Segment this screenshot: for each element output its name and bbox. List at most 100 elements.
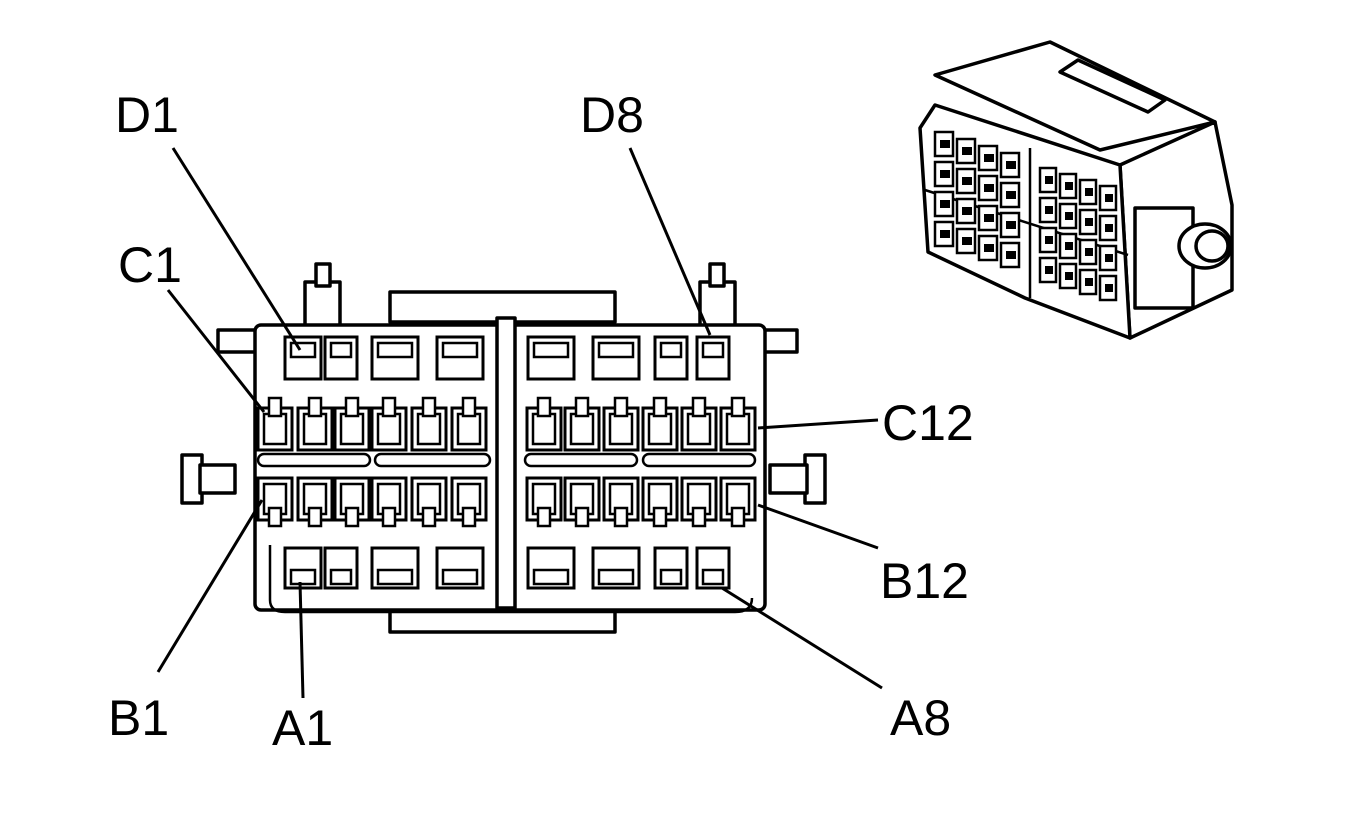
row-separator-right-2: [641, 452, 757, 468]
row-d-cavity: [591, 335, 641, 381]
row-d-cavity: [653, 335, 689, 381]
iso-cavity: [955, 197, 977, 225]
label-a1: A1: [272, 700, 333, 756]
label-d8: D8: [580, 87, 644, 143]
cavity-row-b: [256, 476, 757, 528]
top-post-right-cap: [708, 262, 726, 288]
row-c-cavity: [602, 396, 640, 452]
iso-cavity: [1078, 268, 1098, 296]
row-a-cavity: [653, 546, 689, 590]
iso-cavity: [999, 211, 1021, 239]
iso-cavity: [1078, 208, 1098, 236]
iso-cavity: [977, 144, 999, 172]
iso-cavity: [1058, 232, 1078, 260]
label-b12: B12: [880, 553, 969, 609]
leader-b1: [156, 499, 264, 673]
row-a-cavity: [283, 546, 323, 590]
iso-cavity: [1058, 202, 1078, 230]
row-c-cavity: [296, 396, 334, 452]
leader-c1: [166, 289, 266, 413]
iso-cavity: [1078, 178, 1098, 206]
cavity-row-a: [283, 546, 731, 590]
row-b-cavity: [450, 476, 488, 528]
row-b-cavity: [410, 476, 448, 528]
row-c-cavity: [563, 396, 601, 452]
row-d-cavity: [526, 335, 576, 381]
row-c-cavity: [410, 396, 448, 452]
top-post-left: [303, 280, 342, 332]
leader-lines: [156, 147, 883, 699]
iso-cavity: [933, 130, 955, 158]
connector-face: [180, 262, 827, 634]
row-c-cavity: [370, 396, 408, 452]
iso-cavity: [933, 160, 955, 188]
iso-side-knob-inner: [1194, 229, 1230, 263]
iso-cavity: [1038, 226, 1058, 254]
leader-d8: [628, 147, 712, 336]
iso-cavity: [1098, 244, 1118, 272]
label-c12: C12: [882, 395, 974, 451]
iso-cavity: [999, 241, 1021, 269]
row-b-cavity: [333, 476, 371, 528]
iso-cavity: [1058, 172, 1078, 200]
row-d-cavity: [323, 335, 359, 381]
row-separator-right-1: [523, 452, 639, 468]
row-d-cavity: [283, 335, 323, 381]
iso-cavity: [1098, 214, 1118, 242]
row-b-cavity: [525, 476, 563, 528]
cavity-row-d: [283, 335, 731, 381]
row-d-cavity: [695, 335, 731, 381]
iso-cavity: [1038, 256, 1058, 284]
row-a-cavity: [323, 546, 359, 590]
row-a-cavity: [695, 546, 731, 590]
iso-top-rib: [1058, 58, 1167, 114]
connector-isometric-view: [918, 40, 1234, 340]
row-a-cavity: [591, 546, 641, 590]
iso-cavity: [999, 181, 1021, 209]
iso-cavity: [977, 174, 999, 202]
iso-cavity: [955, 137, 977, 165]
row-c-cavity: [450, 396, 488, 452]
row-c-cavity: [256, 396, 294, 452]
row-b-cavity: [602, 476, 640, 528]
row-b-cavity: [641, 476, 679, 528]
iso-cavity: [999, 151, 1021, 179]
row-b-cavity: [719, 476, 757, 528]
row-b-cavity: [256, 476, 294, 528]
iso-cavity: [1058, 262, 1078, 290]
iso-cavity: [1038, 196, 1058, 224]
leader-a1: [298, 581, 305, 699]
iso-cavity: [933, 220, 955, 248]
row-a-cavity: [370, 546, 420, 590]
iso-cavity: [1038, 166, 1058, 194]
label-a8: A8: [890, 690, 951, 746]
iso-cavity: [1078, 238, 1098, 266]
row-c-cavity: [641, 396, 679, 452]
iso-cavity: [933, 190, 955, 218]
row-a-cavity: [526, 546, 576, 590]
leader-b12: [757, 503, 879, 550]
row-separator-left-2: [373, 452, 492, 468]
pin-labels: D1 D8 C1 C12 B1 B12 A1 A8: [108, 87, 974, 756]
row-d-cavity: [435, 335, 485, 381]
boss-right-neck: [768, 463, 809, 495]
row-b-cavity: [680, 476, 718, 528]
top-post-left-cap: [314, 262, 332, 288]
row-b-cavity: [296, 476, 334, 528]
leader-d1: [171, 147, 302, 351]
iso-cavity-grid: [933, 130, 1118, 302]
leader-a8: [721, 586, 883, 690]
row-c-cavity: [525, 396, 563, 452]
iso-cavity: [955, 167, 977, 195]
row-c-cavity: [680, 396, 718, 452]
row-d-cavity: [370, 335, 420, 381]
label-c1: C1: [118, 237, 182, 293]
row-c-cavity: [333, 396, 371, 452]
row-separator-left-1: [256, 452, 372, 468]
cavity-row-c: [256, 396, 757, 452]
row-c-cavity: [719, 396, 757, 452]
center-divider: [495, 316, 517, 610]
leader-c12: [757, 418, 879, 430]
iso-cavity: [1098, 184, 1118, 212]
